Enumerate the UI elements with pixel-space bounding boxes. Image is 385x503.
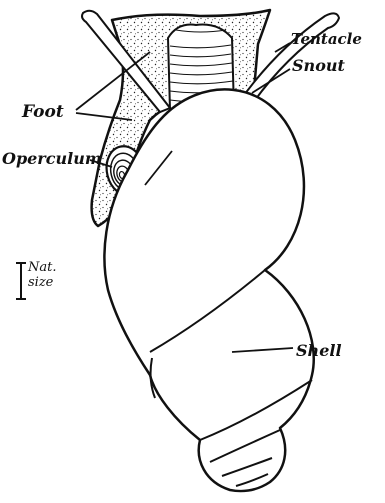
scale-bar <box>20 262 22 300</box>
scale-indicator: Nat. size <box>18 258 58 308</box>
scale-line-1: Nat. <box>28 260 56 275</box>
shell-label: Shell <box>296 343 342 359</box>
foot-label: Foot <box>22 104 64 121</box>
operculum-label: Operculum <box>2 151 102 167</box>
scale-line-2: size <box>28 275 56 290</box>
snout-label: Snout <box>292 58 345 74</box>
scale-text: Nat. size <box>28 260 56 290</box>
tentacle-label: Tentacle <box>291 32 362 47</box>
